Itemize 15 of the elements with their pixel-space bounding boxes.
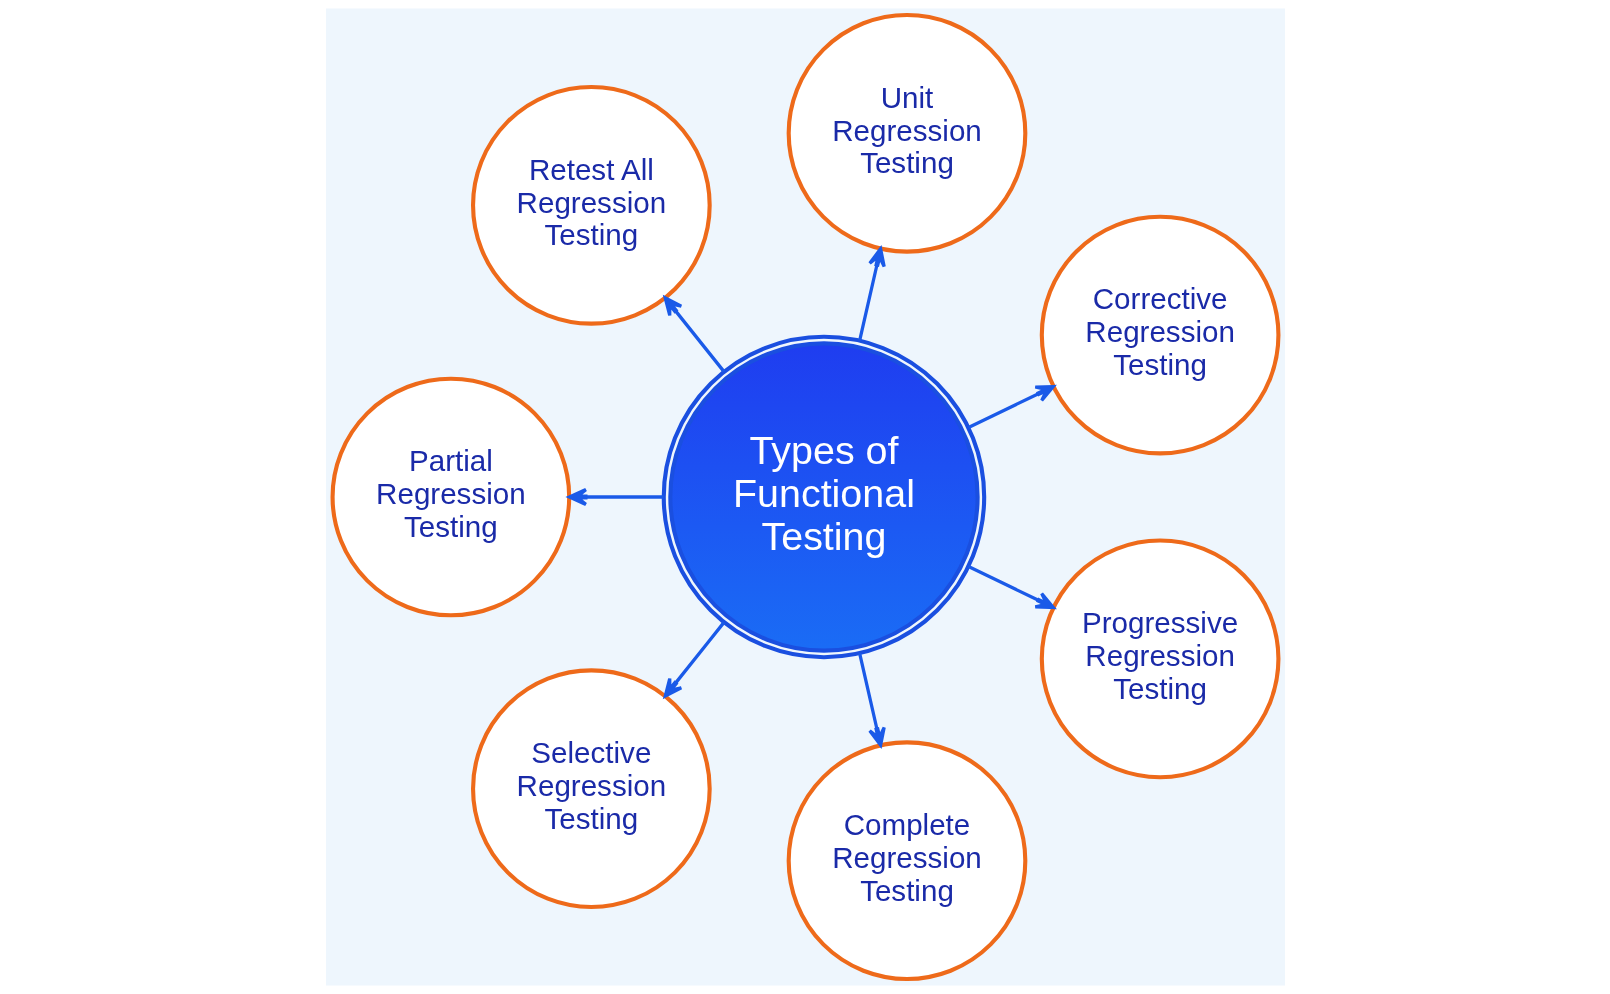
arrow: [857, 653, 886, 747]
node-circle: Progressive Regression Testing: [1039, 538, 1280, 780]
arrow: [857, 247, 886, 341]
node-circle: Selective Regression Testing: [470, 668, 712, 910]
node-circle: Unit Regression Testing: [786, 12, 1027, 254]
arrow: [663, 621, 725, 698]
arrow: [967, 384, 1055, 429]
node-circle: Complete Regression Testing: [786, 740, 1027, 982]
node-circle: Partial Regression Testing: [330, 376, 571, 618]
arrow: [663, 296, 725, 373]
arrow: [567, 487, 664, 507]
node-circle: Corrective Regression Testing: [1039, 214, 1280, 456]
node-circle: Types of Functional Testing: [661, 334, 986, 660]
arrow: [967, 565, 1055, 610]
node-circle: Retest All Regression Testing: [470, 84, 712, 326]
